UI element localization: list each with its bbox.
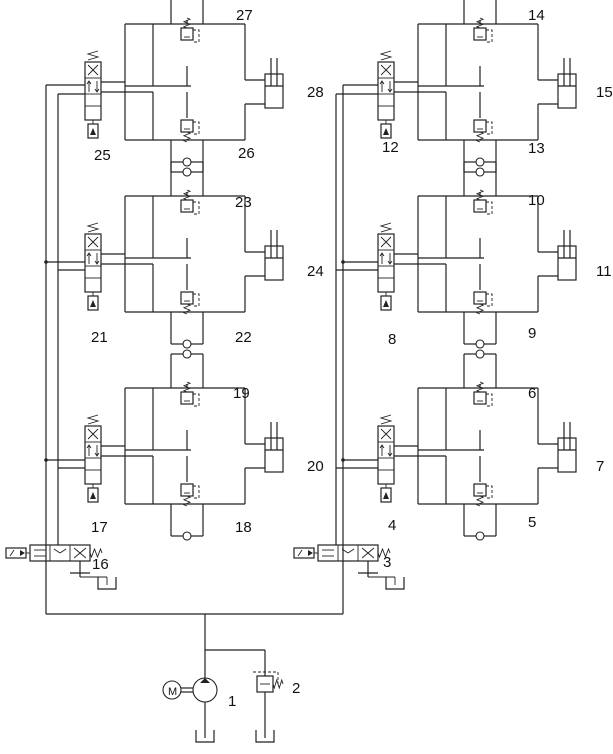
label-l5: 5 — [528, 514, 536, 531]
orifice-lower — [475, 167, 485, 177]
relief-valve-lower — [180, 119, 200, 143]
unit-right-top: 12 14 13 15 — [377, 0, 613, 177]
unit-left-top: 25 27 26 28 — [84, 0, 324, 177]
label-l16: 16 — [92, 556, 109, 573]
orifice-lower — [182, 339, 192, 349]
relief-valve-2: 2 — [253, 671, 300, 743]
label-l21: 21 — [91, 329, 108, 346]
relief-valve-upper — [473, 189, 493, 215]
label-l20: 20 — [307, 458, 324, 475]
motor-symbol: M — [168, 686, 177, 698]
orifice-lower — [182, 167, 192, 177]
directional-valve — [377, 50, 395, 139]
label-l11: 11 — [596, 263, 612, 280]
relief-valve-upper — [180, 17, 200, 43]
label-l28: 28 — [307, 84, 324, 101]
directional-valve — [84, 414, 102, 503]
orifice-lower — [182, 531, 192, 541]
label-l27: 27 — [236, 7, 253, 24]
unit-right-bot: 4 6 5 7 — [377, 349, 604, 541]
directional-valve — [84, 50, 102, 139]
label-l15: 15 — [596, 84, 613, 101]
relief-valve-lower — [473, 483, 493, 507]
label-l22: 22 — [235, 329, 252, 346]
orifice-upper — [182, 157, 192, 167]
relief-valve-upper — [180, 381, 200, 407]
label-l8: 8 — [388, 331, 396, 348]
label-l6: 6 — [528, 385, 536, 402]
relief-valve-lower — [180, 291, 200, 315]
directional-valve — [377, 222, 395, 311]
label-l18: 18 — [235, 519, 252, 536]
pump-group: M1 — [162, 677, 236, 743]
unit-right-mid: 8 10 9 11 — [377, 157, 612, 349]
supply-lines — [44, 84, 378, 690]
hydraulic-cylinder — [264, 422, 284, 473]
label-relief-2: 2 — [292, 680, 300, 697]
hydraulic-cylinder — [557, 58, 577, 109]
orifice-lower — [475, 531, 485, 541]
relief-valve-upper — [473, 17, 493, 43]
label-l7: 7 — [596, 458, 604, 475]
label-l9: 9 — [528, 325, 536, 342]
label-l25: 25 — [94, 147, 111, 164]
orifice-upper — [475, 157, 485, 167]
label-l23: 23 — [235, 194, 252, 211]
orifice-lower — [475, 339, 485, 349]
selector-valve-3: 3 — [293, 544, 405, 590]
label-l17: 17 — [91, 519, 108, 536]
hydraulic-cylinder — [264, 230, 284, 281]
directional-valve — [377, 414, 395, 503]
hydraulic-cylinder — [557, 422, 577, 473]
label-l12: 12 — [382, 139, 399, 156]
orifice-upper — [182, 349, 192, 359]
relief-valve-upper — [473, 381, 493, 407]
label-l26: 26 — [238, 145, 255, 162]
label-l24: 24 — [307, 263, 324, 280]
label-l4: 4 — [388, 517, 396, 534]
relief-valve-lower — [473, 119, 493, 143]
orifice-upper — [475, 349, 485, 359]
label-l13: 13 — [528, 140, 545, 157]
pump-arrow-icon — [200, 678, 210, 683]
relief-valve-lower — [180, 483, 200, 507]
label-l3: 3 — [383, 554, 391, 571]
directional-valve — [84, 222, 102, 311]
relief-valve-upper — [180, 189, 200, 215]
relief-valve-lower — [473, 291, 493, 315]
unit-left-mid: 21 23 22 24 — [84, 157, 324, 349]
label-l19: 19 — [233, 385, 250, 402]
label-pump-1: 1 — [228, 693, 236, 710]
hydraulic-cylinder — [557, 230, 577, 281]
unit-left-bot: 17 19 18 20 — [84, 349, 324, 541]
label-l14: 14 — [528, 7, 545, 24]
selector-valve-16: 16 — [5, 544, 117, 590]
hydraulic-cylinder — [264, 58, 284, 109]
label-l10: 10 — [528, 192, 545, 209]
